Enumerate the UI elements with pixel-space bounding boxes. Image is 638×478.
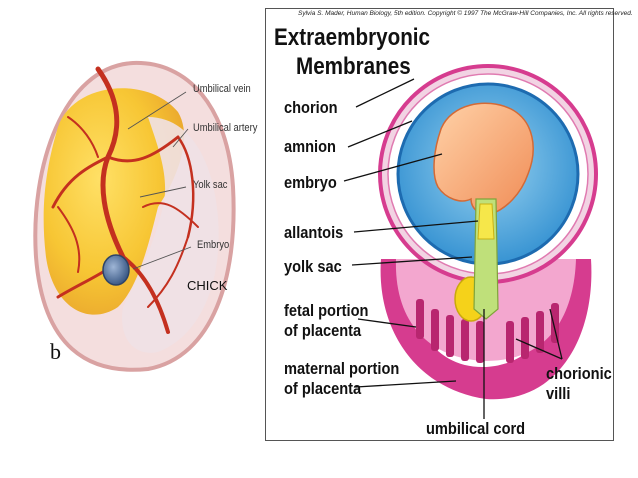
chorionic-villi-label-1: chorionic: [546, 364, 612, 383]
membrane-area: [122, 117, 219, 353]
yolk-sac-diagram-label: yolk sac: [284, 257, 342, 276]
copyright-credit: Sylvia S. Mader, Human Biology, 5th edit…: [298, 10, 633, 17]
chorion-label: chorion: [284, 98, 338, 117]
maternal-portion-label-1: maternal portion: [284, 359, 400, 378]
allantois-label: allantois: [284, 223, 344, 242]
chick-egg-illustration: Umbilical vein Umbilical artery Yolk sac…: [28, 57, 257, 377]
yolk-sac-label: Yolk sac: [193, 179, 228, 191]
umbilical-cord-label: umbilical cord: [426, 419, 526, 438]
umbilical-vein-label: Umbilical vein: [193, 83, 251, 95]
fetal-portion-label-1: fetal portion: [284, 301, 369, 320]
chick-egg-drawing: [33, 60, 236, 372]
allantois-shape: [477, 203, 495, 240]
chorionic-villi: [416, 299, 559, 363]
maternal-portion-label-2: of placenta: [284, 379, 362, 398]
chorionic-villi-label-2: villi: [546, 384, 571, 403]
membrane-pointer-lines: [343, 78, 563, 419]
title-line-2: Membranes: [296, 53, 411, 80]
amnion-label: amnion: [284, 137, 336, 156]
embryo-diagram-label: embryo: [284, 173, 337, 192]
membranes-drawing: [343, 64, 598, 419]
title-line-1: Extraembryonic: [274, 24, 431, 51]
fetal-portion-label-2: of placenta: [284, 321, 362, 340]
blood-vessels: [51, 66, 199, 334]
figure-letter: b: [50, 339, 61, 364]
placenta-band: [380, 259, 592, 400]
umbilical-artery-label: Umbilical artery: [193, 122, 258, 134]
embryo-label: Embryo: [197, 239, 230, 251]
chick-pointer-lines: [127, 91, 192, 270]
embryo-eye: [102, 254, 130, 286]
membranes-diagram: Sylvia S. Mader, Human Biology, 5th edit…: [265, 8, 633, 441]
chick-caption: CHICK: [187, 278, 228, 293]
